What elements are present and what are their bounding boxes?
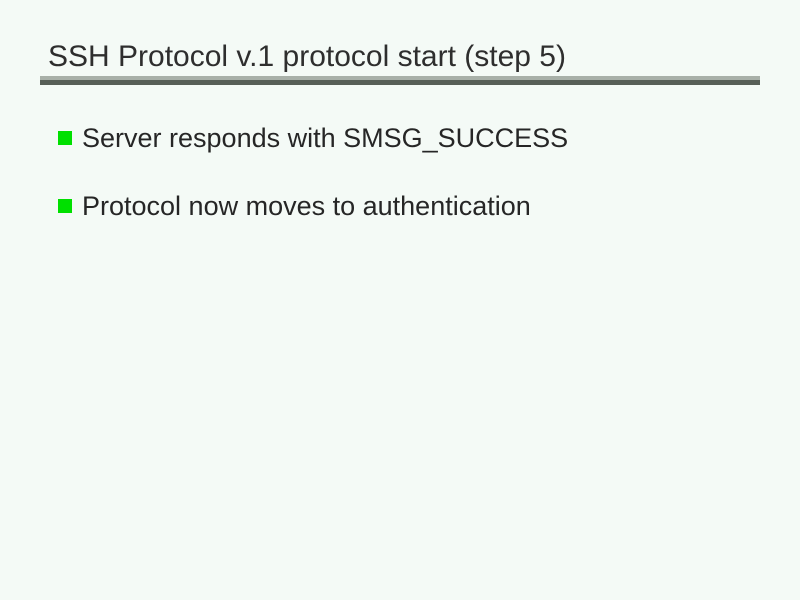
rule-dark-band: [40, 80, 760, 85]
bullet-item: Protocol now moves to authentication: [58, 190, 568, 222]
bullet-list: Server responds with SMSG_SUCCESS Protoc…: [58, 122, 568, 258]
slide-title: SSH Protocol v.1 protocol start (step 5): [48, 40, 566, 73]
bullet-item: Server responds with SMSG_SUCCESS: [58, 122, 568, 154]
bullet-square-icon: [58, 131, 72, 145]
title-underline-rule: [40, 76, 760, 85]
bullet-text: Protocol now moves to authentication: [82, 191, 531, 221]
rule-light-band: [40, 76, 760, 80]
bullet-text: Server responds with SMSG_SUCCESS: [82, 123, 569, 153]
bullet-square-icon: [58, 199, 72, 213]
